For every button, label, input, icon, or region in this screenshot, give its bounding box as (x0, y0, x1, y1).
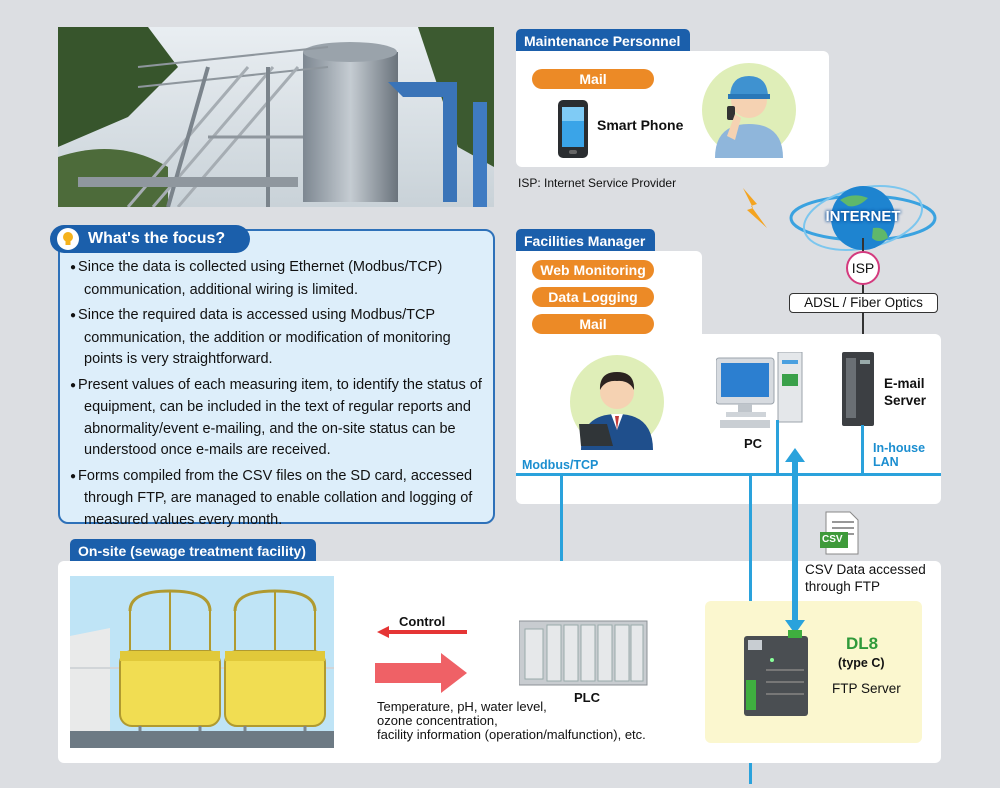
dl8-area (705, 601, 922, 743)
dl8-device-icon (744, 630, 808, 716)
email-server-label: E-mail Server (884, 375, 926, 409)
lan-label: In-house LAN (873, 441, 925, 469)
dl8-name: DL8 (846, 634, 879, 653)
plc-icon (519, 620, 648, 686)
pc-label: PC (744, 436, 763, 451)
onsite-tab: On-site (sewage treatment facility) (70, 539, 316, 564)
lightbulb-icon (57, 228, 79, 250)
focus-item: Since the required data is accessed usin… (70, 305, 488, 371)
lightning-icon (743, 188, 767, 228)
connection-link (862, 313, 864, 335)
server-link (861, 425, 864, 475)
measurement-line-1: Temperature, pH, water level, (377, 699, 547, 714)
server-icon (842, 352, 874, 426)
control-arrow-icon (377, 626, 467, 638)
plc-label: PLC (574, 690, 600, 705)
plc-link (560, 473, 563, 623)
isp-node: ISP (846, 251, 880, 285)
smartphone-label: Smart Phone (597, 117, 684, 133)
facilities-pill-0: Web Monitoring (532, 260, 654, 280)
person-phone-icon (702, 63, 796, 158)
control-label: Control (399, 614, 446, 629)
dl8-role: FTP Server (832, 681, 901, 696)
dl8-link-lower (749, 561, 752, 601)
focus-item: Present values of each measuring item, t… (70, 375, 488, 462)
focus-list: Since the data is collected using Ethern… (70, 257, 488, 535)
csv-file-icon (820, 511, 859, 555)
focus-item: Forms compiled from the CSV files on the… (70, 466, 488, 532)
measurement-line-2: ozone concentration, (377, 713, 498, 728)
facilities-tab: Facilities Manager (516, 229, 656, 254)
facility-photo (58, 27, 494, 207)
lan-label-line2: LAN (873, 455, 899, 469)
maintenance-tab: Maintenance Personnel (516, 29, 691, 54)
focus-title-bar: What's the focus? (50, 225, 250, 253)
csv-note-line1: CSV Data accessed (805, 562, 926, 577)
email-server-label-line1: E-mail (884, 376, 925, 391)
data-arrow-icon (375, 653, 467, 693)
csv-icon-label: CSV (822, 534, 843, 545)
csv-note: CSV Data accessed through FTP (805, 561, 926, 595)
csv-note-line2: through FTP (805, 579, 881, 594)
lan-label-line1: In-house (873, 441, 926, 455)
ftp-double-arrow (785, 448, 805, 634)
modbus-label: Modbus/TCP (522, 458, 599, 472)
tank-icon (70, 576, 334, 748)
focus-title: What's the focus? (88, 230, 226, 247)
person-laptop-icon (570, 355, 664, 450)
measurement-line-3: facility information (operation/malfunct… (377, 727, 646, 742)
internet-label: INTERNET (825, 208, 901, 225)
email-server-label-line2: Server (884, 393, 927, 408)
dl8-type: (type C) (838, 656, 885, 670)
pc-icon (716, 352, 803, 428)
isp-note: ISP: Internet Service Provider (518, 176, 677, 190)
lan-bus (516, 473, 941, 476)
facilities-pill-2: Mail (532, 314, 654, 334)
connection-box: ADSL / Fiber Optics (789, 293, 938, 313)
focus-item: Since the data is collected using Ethern… (70, 257, 488, 301)
measurement-text: Temperature, pH, water level, ozone conc… (377, 700, 646, 742)
facilities-pill-1: Data Logging (532, 287, 654, 307)
smartphone-icon (558, 100, 588, 158)
maintenance-mail-pill: Mail (532, 69, 654, 89)
pc-link (776, 420, 779, 475)
